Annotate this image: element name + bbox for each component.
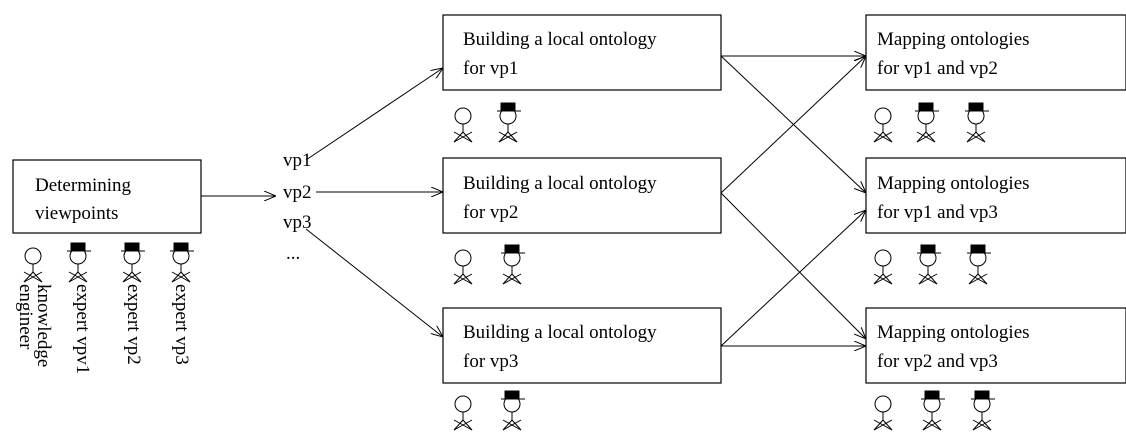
viewpoint-list: vp1 vp2 vp3 ...	[283, 150, 312, 264]
build-node-vp1: Building a local ontology for vp1	[442, 14, 722, 91]
map-box-vp1-vp2-line1: Mapping ontologies	[877, 29, 1030, 50]
knowledge-engineer-icon	[23, 247, 43, 283]
expert-vp2-icon	[120, 242, 146, 283]
build-vp1-engineer-icon	[453, 107, 473, 143]
role-label-expert-vp3: expert vp3	[171, 284, 192, 365]
map-vp2-vp3-expert1-icon	[920, 390, 946, 431]
map-vp1-vp2-engineer-icon	[873, 107, 893, 143]
determining-viewpoints-box	[12, 159, 202, 234]
map-box-vp1-vp3-line1: Mapping ontologies	[877, 173, 1030, 194]
determining-label-line2: viewpoints	[35, 203, 118, 224]
map-vp1-vp3-expert1-icon	[916, 244, 942, 285]
map-box-vp2-vp3-line1: Mapping ontologies	[877, 322, 1030, 343]
map-box-vp2-vp3	[865, 307, 1126, 384]
determining-viewpoints-node: Determining viewpoints	[12, 159, 202, 234]
build-box-vp1	[442, 14, 722, 91]
build-vp1-expert-icon	[496, 102, 522, 143]
role-label-knowledge: knowledge	[33, 284, 54, 367]
build-node-vp3: Building a local ontology for vp3	[442, 307, 722, 384]
build-box-vp2-line2: for vp2	[463, 202, 518, 223]
build-vp3-engineer-icon	[453, 395, 473, 431]
arrow-build-vp2-to-map-vp2-vp3	[720, 192, 866, 339]
build-box-vp2-line1: Building a local ontology	[463, 173, 657, 194]
map-node-vp1-vp3: Mapping ontologies for vp1 and vp3	[865, 157, 1126, 234]
build-vp2-expert-icon	[500, 244, 526, 285]
viewpoint-vp3: vp3	[283, 212, 312, 233]
map-box-vp1-vp3	[865, 157, 1126, 234]
build-box-vp3-line1: Building a local ontology	[463, 322, 657, 343]
determining-label-line1: Determining	[35, 175, 132, 196]
map-box-vp1-vp3-line2: for vp1 and vp3	[877, 202, 998, 223]
role-label-expert-vpv1: expert vpv1	[72, 284, 93, 374]
map-box-vp1-vp2-line2: for vp1 and vp2	[877, 58, 998, 79]
map-vp2-vp3-engineer-icon	[873, 395, 893, 431]
arrow-vp1-to-build-vp1	[305, 68, 443, 161]
role-label-expert-vp2: expert vp2	[123, 284, 144, 365]
map-vp1-vp2-expert1-icon	[914, 102, 940, 143]
build-vp3-expert-icon	[500, 390, 526, 431]
arrow-build-vp2-to-map-vp1-vp2	[720, 56, 866, 194]
expert-vpv1-icon	[66, 242, 92, 283]
expert-vp3-icon	[169, 242, 195, 283]
role-label-engineer: engineer	[15, 284, 36, 350]
map-vp1-vp3-expert2-icon	[966, 244, 992, 285]
build-box-vp1-line1: Building a local ontology	[463, 29, 657, 50]
map-vp1-vp3-engineer-icon	[873, 249, 893, 285]
build-box-vp2	[442, 157, 722, 234]
build-vp2-engineer-icon	[453, 249, 473, 285]
map-vp1-vp2-expert2-icon	[964, 102, 990, 143]
viewpoint-vp1: vp1	[283, 150, 312, 171]
map-node-vp2-vp3: Mapping ontologies for vp2 and vp3	[865, 307, 1126, 384]
viewpoint-ellipsis: ...	[286, 243, 300, 264]
arrow-vp3-to-build-vp3	[305, 228, 443, 337]
arrow-build-vp3-to-map-vp1-vp3	[720, 210, 866, 347]
map-box-vp2-vp3-line2: for vp2 and vp3	[877, 351, 998, 372]
build-box-vp1-line2: for vp1	[463, 58, 518, 79]
build-node-vp2: Building a local ontology for vp2	[442, 157, 722, 234]
build-box-vp3-line2: for vp3	[463, 351, 518, 372]
viewpoint-vp2: vp2	[283, 182, 312, 203]
map-vp2-vp3-expert2-icon	[970, 390, 996, 431]
map-node-vp1-vp2: Mapping ontologies for vp1 and vp2	[865, 14, 1126, 91]
map-box-vp1-vp2	[865, 14, 1126, 91]
